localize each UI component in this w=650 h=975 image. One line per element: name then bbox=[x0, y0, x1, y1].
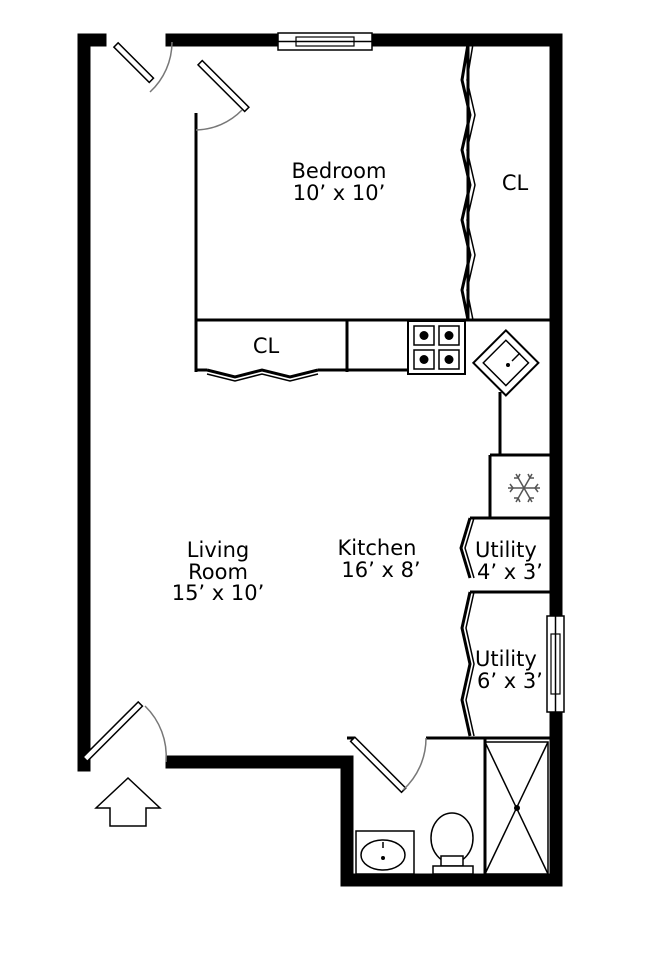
bathroom-sink-icon bbox=[355, 830, 415, 875]
window-top bbox=[277, 32, 373, 51]
kitchen-dims: 16’ x 8’ bbox=[341, 558, 420, 582]
bathroom-door bbox=[349, 736, 427, 794]
hall-closet-label: CL bbox=[253, 334, 280, 358]
utility-upper-label: Utility 4’ x 3’ bbox=[475, 538, 543, 584]
living-room-label: Living Room 15’ x 10’ bbox=[172, 538, 265, 605]
utility-upper-bifold-door bbox=[459, 517, 475, 579]
living-room-name-line2: Room bbox=[188, 560, 248, 584]
window-right bbox=[546, 615, 565, 713]
sink-icon bbox=[471, 328, 540, 397]
utility-lower-label: Utility 6’ x 3’ bbox=[475, 647, 543, 693]
utility-upper-dims: 4’ x 3’ bbox=[477, 560, 543, 584]
refrigerator-snowflake-icon bbox=[508, 473, 540, 503]
stove-icon bbox=[407, 320, 466, 375]
kitchen-label: Kitchen 16’ x 8’ bbox=[338, 536, 421, 582]
front-entry-door bbox=[112, 41, 173, 93]
exterior-walls bbox=[77, 33, 563, 887]
living-room-dims: 15’ x 10’ bbox=[172, 581, 265, 605]
utility-lower-name: Utility bbox=[475, 647, 537, 671]
bedroom-dims: 10’ x 10’ bbox=[293, 181, 386, 205]
bedroom-door bbox=[195, 59, 250, 131]
bedroom-closet-label: CL bbox=[502, 171, 529, 195]
kitchen-name: Kitchen bbox=[338, 536, 417, 560]
living-room-name-line1: Living bbox=[187, 538, 249, 562]
entry-arrow-icon bbox=[94, 776, 162, 827]
utility-upper-name: Utility bbox=[475, 538, 537, 562]
bedroom-label: Bedroom 10’ x 10’ bbox=[292, 159, 387, 205]
bedroom-closet-bifold-door bbox=[460, 43, 476, 321]
living-room-door bbox=[81, 700, 167, 763]
utility-lower-bifold-door bbox=[460, 591, 475, 737]
hall-closet-bifold-door bbox=[206, 368, 319, 382]
utility-lower-dims: 6’ x 3’ bbox=[477, 669, 543, 693]
toilet-icon bbox=[430, 812, 474, 875]
shower-icon bbox=[484, 741, 549, 875]
bedroom-name: Bedroom bbox=[292, 159, 387, 183]
